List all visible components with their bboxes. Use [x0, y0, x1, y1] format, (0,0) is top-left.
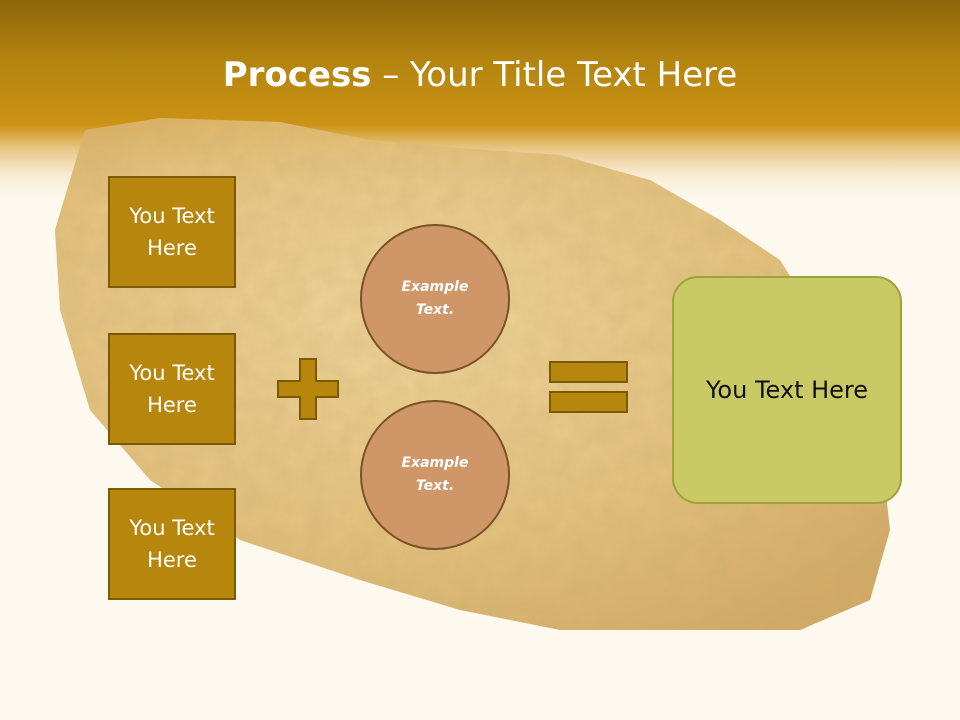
plus-icon — [277, 358, 339, 420]
equals-icon — [549, 361, 628, 413]
text-box-1[interactable]: You Text Here — [108, 176, 236, 288]
title-rest: – Your Title Text Here — [371, 55, 738, 95]
example-circle-2[interactable]: Example Text. — [360, 400, 510, 550]
example-circle-1[interactable]: Example Text. — [360, 224, 510, 374]
gold-nugget-icon — [55, 118, 890, 630]
text-box-3[interactable]: You Text Here — [108, 488, 236, 600]
title-bold: Process — [222, 55, 372, 95]
result-box[interactable]: You Text Here — [672, 276, 902, 504]
page-title: Process – Your Title Text Here — [0, 52, 960, 98]
text-box-2[interactable]: You Text Here — [108, 333, 236, 445]
